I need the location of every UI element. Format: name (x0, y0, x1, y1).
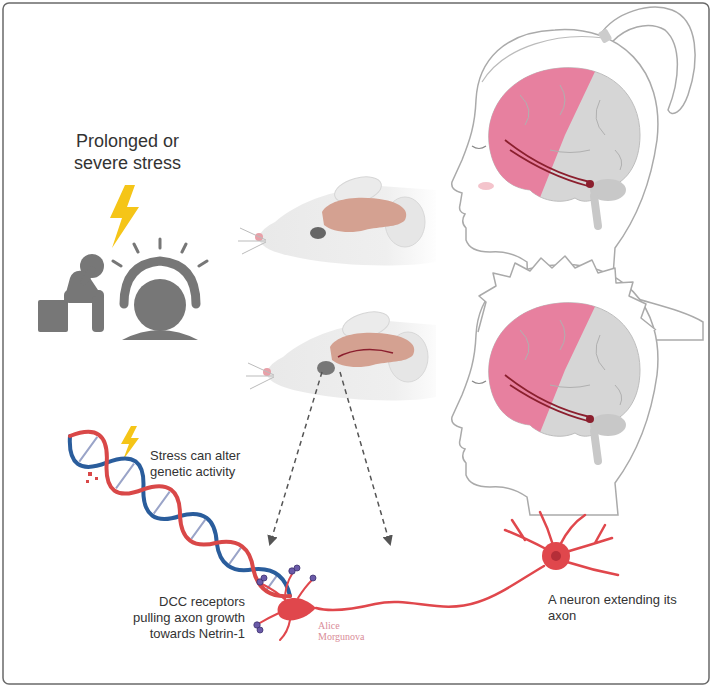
hair-tie (598, 28, 613, 43)
brain-shape (489, 68, 640, 202)
brain-pathway (338, 350, 393, 357)
stress-heading: Prolonged or severe stress (60, 130, 195, 174)
text-label: Stress can alter genetic activity (150, 448, 272, 480)
dna-fragment (88, 472, 92, 476)
closed-eye (472, 146, 486, 149)
dna-strand (70, 432, 290, 597)
dashed-arrow (270, 372, 322, 544)
receptor-caption: DCC receptors pulling axon growth toward… (121, 594, 245, 642)
brain-folds (520, 85, 622, 170)
receptor (261, 575, 267, 581)
male-head (452, 256, 658, 515)
prefrontal-region (489, 303, 640, 437)
closed-eye (472, 381, 486, 384)
receptor (310, 575, 316, 581)
mouse-eye (317, 361, 335, 375)
arm (84, 270, 92, 282)
shoulders (122, 330, 198, 340)
dna-fragment (86, 480, 89, 483)
amygdala-dot (586, 180, 594, 188)
brainstem (594, 431, 598, 461)
amygdala-dot (586, 415, 594, 423)
text-label: DCC receptors pulling axon growth toward… (121, 594, 245, 642)
brain-pathway (505, 140, 590, 186)
mouse (246, 307, 436, 400)
receptor (294, 565, 300, 571)
watermark: Alice Morgunova (318, 620, 380, 642)
text-label: A neuron extending its axon (548, 592, 688, 624)
whiskers (246, 363, 274, 389)
brain-shape (489, 303, 640, 437)
dna-fragment (95, 477, 98, 480)
lightning-bolt (110, 185, 139, 248)
stool (38, 300, 68, 332)
neuron-caption: A neuron extending its axon (548, 592, 688, 624)
stressed-person-icon (38, 254, 104, 332)
blush (478, 182, 494, 190)
text-label: Prolonged or severe stress (60, 130, 195, 174)
brain-pathway (505, 375, 590, 421)
stress-marks (113, 239, 207, 266)
dendrites (505, 512, 618, 575)
human-brain (489, 68, 640, 226)
shin (92, 296, 104, 332)
head-outline (452, 30, 703, 340)
mouse-brain (322, 198, 406, 232)
whiskers (238, 228, 266, 254)
lightning-bolt (121, 426, 139, 460)
head (134, 279, 186, 331)
axon (316, 566, 544, 610)
hands (124, 261, 196, 304)
mouse-brain (330, 333, 414, 367)
dna-caption: Stress can alter genetic activity (150, 448, 272, 480)
nucleus (551, 551, 561, 561)
frame (3, 3, 709, 684)
receptor (257, 627, 263, 633)
growth-cone (278, 598, 316, 620)
cell-body (542, 542, 570, 570)
brain-folds (520, 320, 622, 405)
dna-helix (70, 432, 290, 597)
brainstem (594, 196, 598, 226)
prefrontal-region (489, 68, 640, 202)
dcc-receptors (254, 565, 316, 633)
female-head (452, 7, 703, 340)
mouse-eye (310, 227, 326, 239)
human-brain (489, 303, 640, 461)
text-label: Alice Morgunova (318, 620, 380, 642)
dashed-arrow (340, 372, 390, 544)
mouse (238, 172, 436, 265)
filopodia (258, 574, 312, 640)
head-clutch-icon (113, 239, 207, 340)
